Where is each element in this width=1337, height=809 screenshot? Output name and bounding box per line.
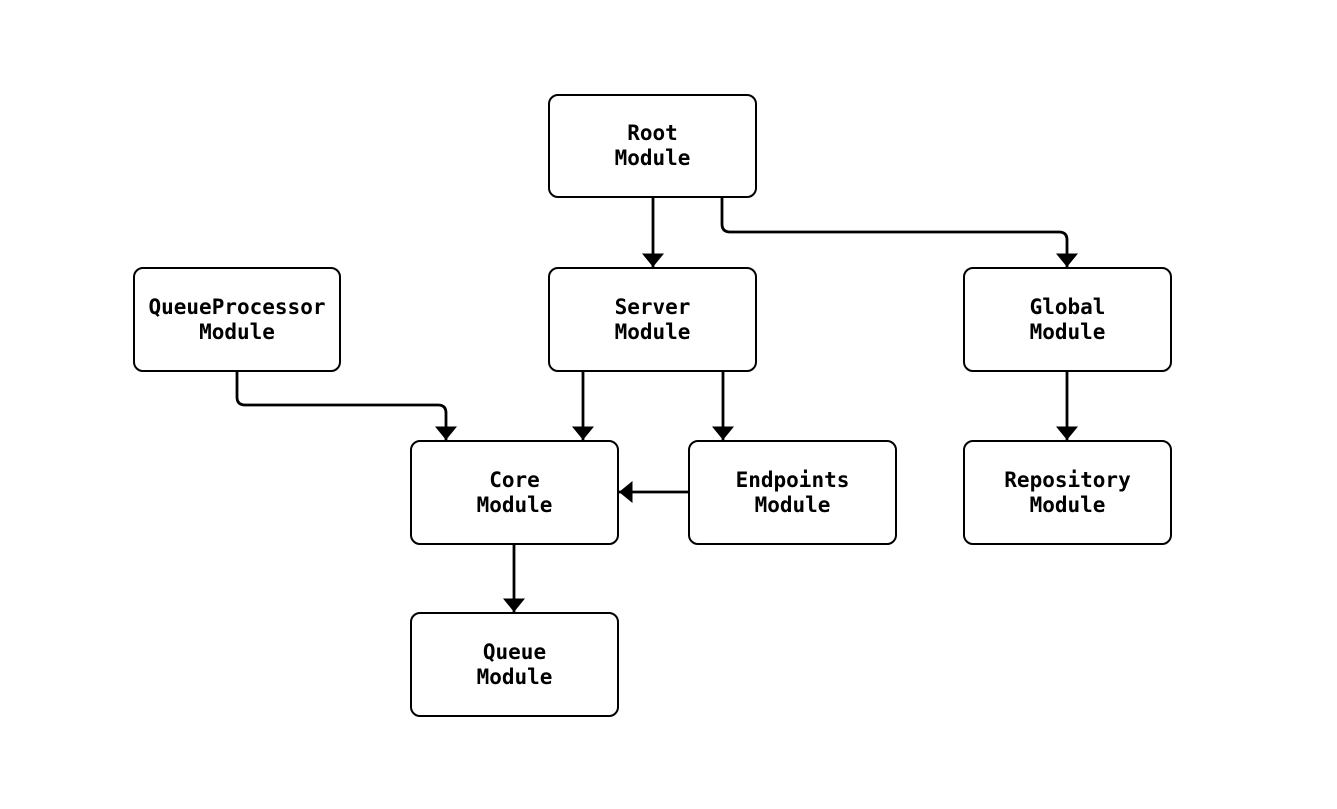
node-label: Server Module [614,294,691,344]
node-queue-module: Queue Module [410,612,619,717]
node-label: Endpoints Module [735,467,850,517]
node-label: Queue Module [476,639,553,689]
node-label: Repository Module [1004,467,1131,517]
node-endpoints-module: Endpoints Module [688,440,897,545]
node-label: Root Module [614,121,691,170]
node-queueprocessor-module: QueueProcessor Module [133,267,341,372]
node-label: QueueProcessor Module [148,294,326,344]
node-global-module: Global Module [963,267,1172,372]
node-server-module: Server Module [548,267,757,372]
node-root-module: Root Module [548,94,757,198]
node-label: Core Module [476,467,553,517]
node-core-module: Core Module [410,440,619,545]
edge-root-to-global [720,198,1078,267]
node-repository-module: Repository Module [963,440,1172,545]
node-label: Global Module [1029,294,1106,344]
edge-queueprocessor-to-core [235,372,457,440]
edge-group [235,198,1078,612]
